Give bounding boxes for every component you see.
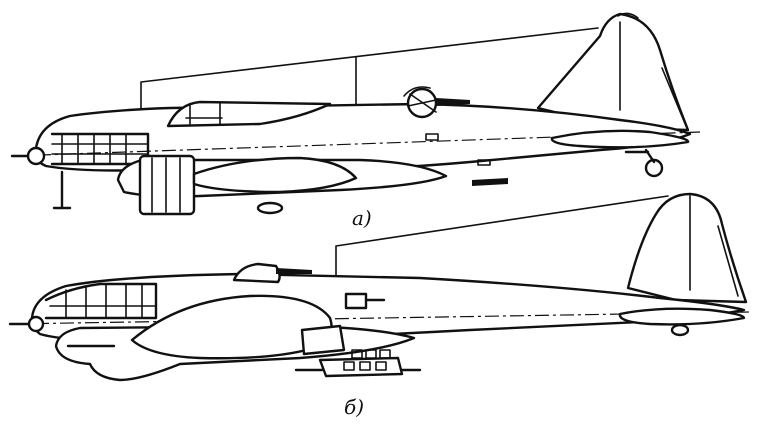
aircraft-b-tail-wheel (670, 323, 690, 337)
aircraft-b-wing-plane (335, 195, 669, 277)
aircraft-b-engine-nacelle (54, 294, 416, 382)
aircraft-a-wing-plane (140, 27, 599, 119)
aircraft-a-gun-turret (403, 86, 470, 119)
aircraft-b-dorsal-turret (232, 262, 312, 284)
aircraft-a-canopy (166, 100, 332, 128)
aircraft-a (10, 12, 701, 216)
caption-b: б) (344, 395, 364, 419)
aircraft-b-glazed-nose (8, 282, 158, 333)
aircraft-a-tailplane (550, 129, 690, 149)
aircraft-b (8, 192, 751, 382)
aircraft-b-side-hatch (344, 292, 386, 310)
aircraft-b-tailplane (618, 307, 746, 326)
aircraft-a-landing-gear (52, 148, 664, 215)
aircraft-a-tail-fin (536, 12, 690, 132)
aircraft-a-engine-nacelle (116, 154, 508, 216)
aircraft-a-hatch-2 (477, 159, 491, 166)
aircraft-a-hatch-1 (425, 133, 439, 141)
aircraft-b-tail-fin (626, 192, 748, 304)
caption-a: a) (352, 206, 372, 230)
aircraft-a-glazed-nose (10, 132, 150, 166)
aircraft-b-ventral-gondola (294, 349, 422, 378)
